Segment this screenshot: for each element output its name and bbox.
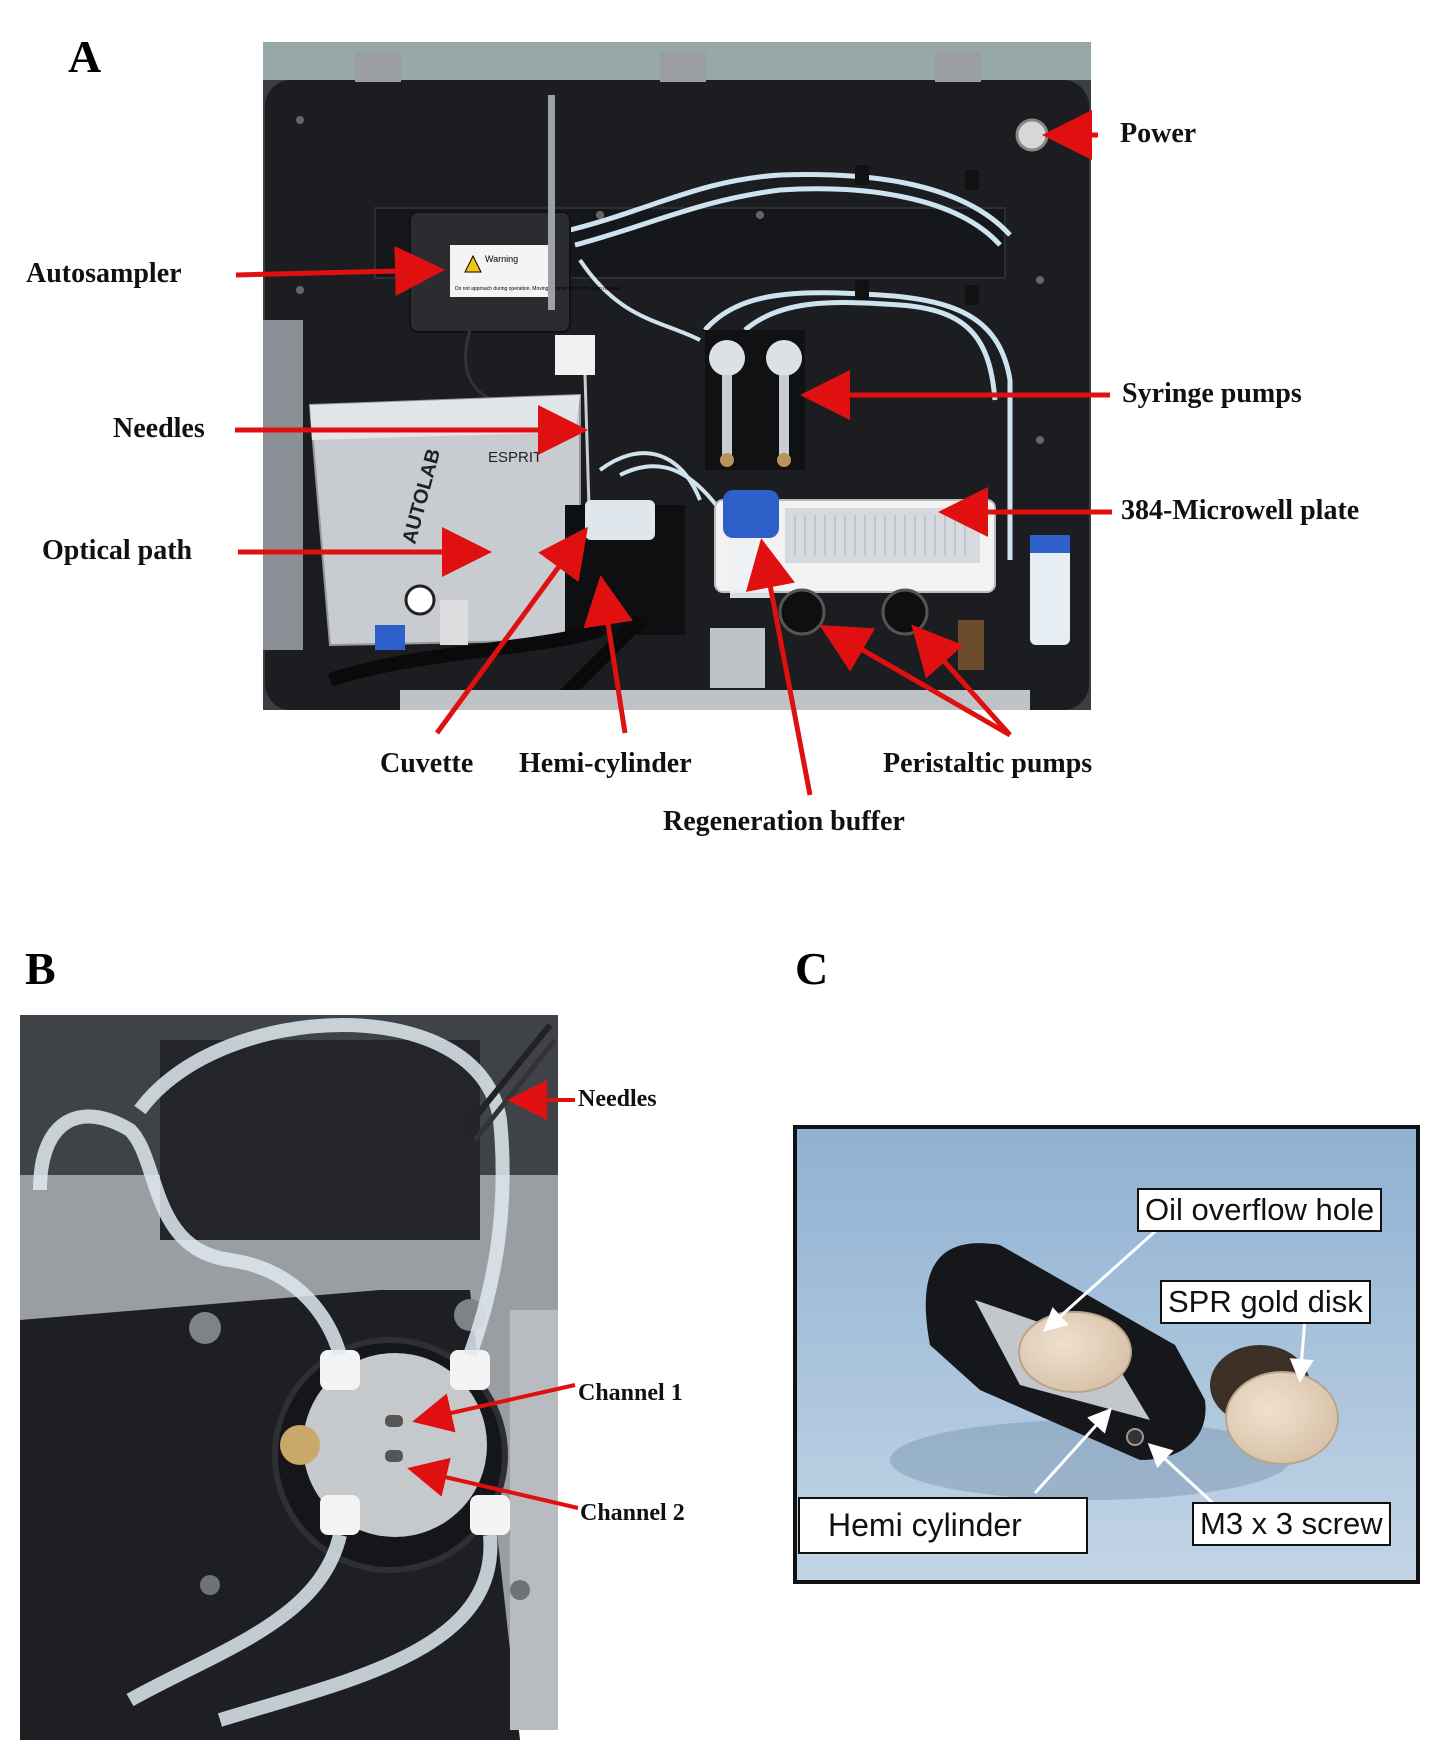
label-regeneration-buffer: Regeneration buffer: [663, 806, 905, 837]
panel-b-letter: B: [25, 943, 56, 994]
panel-a-letter: A: [68, 31, 102, 82]
panel-a-photo: Warning Do not approach during operation…: [263, 42, 1091, 710]
label-needles: Needles: [113, 413, 205, 444]
label-b-needles: Needles: [578, 1086, 657, 1112]
arrow-channel-2: [407, 1457, 579, 1510]
arrow-regeneration: [745, 538, 813, 796]
warning-body: Do not approach during operation. Moving…: [455, 286, 622, 292]
label-channel-1: Channel 1: [578, 1380, 683, 1406]
panel-c-letter: C: [795, 943, 829, 994]
label-peristaltic-pumps: Peristaltic pumps: [883, 748, 1093, 779]
arrow-peristaltic-2: [911, 624, 1012, 737]
label-oil-overflow-hole: Oil overflow hole: [1137, 1188, 1383, 1232]
label-cuvette: Cuvette: [380, 748, 474, 779]
panel-a-arrows: [235, 110, 1112, 796]
pointer-hemi-cylinder: [1033, 1407, 1113, 1495]
label-power: Power: [1120, 118, 1197, 149]
pointer-gold-disk: [1289, 1317, 1314, 1383]
label-optical-path: Optical path: [42, 535, 193, 566]
label-channel-2: Channel 2: [580, 1500, 685, 1526]
panel-c-pointers: [1033, 1225, 1314, 1507]
arrow-peristaltic-1: [819, 625, 1012, 738]
label-syringe-pumps: Syringe pumps: [1122, 378, 1302, 409]
label-m3-screw: M3 x 3 screw: [1192, 1502, 1391, 1546]
arrow-hemi-cylinder: [583, 575, 633, 734]
arrow-cuvette: [434, 526, 588, 735]
label-microwell: 384-Microwell plate: [1121, 495, 1360, 526]
label-hemi-cylinder: Hemi-cylinder: [519, 748, 692, 779]
arrow-autosampler: [235, 246, 445, 296]
label-hemi-cylinder-c: Hemi cylinder: [798, 1497, 1088, 1554]
pointer-screw: [1147, 1442, 1217, 1507]
device-model: ESPRIT: [488, 449, 542, 466]
label-autosampler: Autosampler: [26, 258, 182, 289]
arrow-channel-1: [412, 1383, 576, 1433]
panel-b-arrows: [407, 1080, 579, 1510]
warning-title: Warning: [485, 254, 518, 264]
panel-b-photo: [20, 1015, 558, 1740]
label-spr-gold-disk: SPR gold disk: [1160, 1280, 1371, 1324]
pointer-oil-overflow: [1042, 1225, 1162, 1333]
